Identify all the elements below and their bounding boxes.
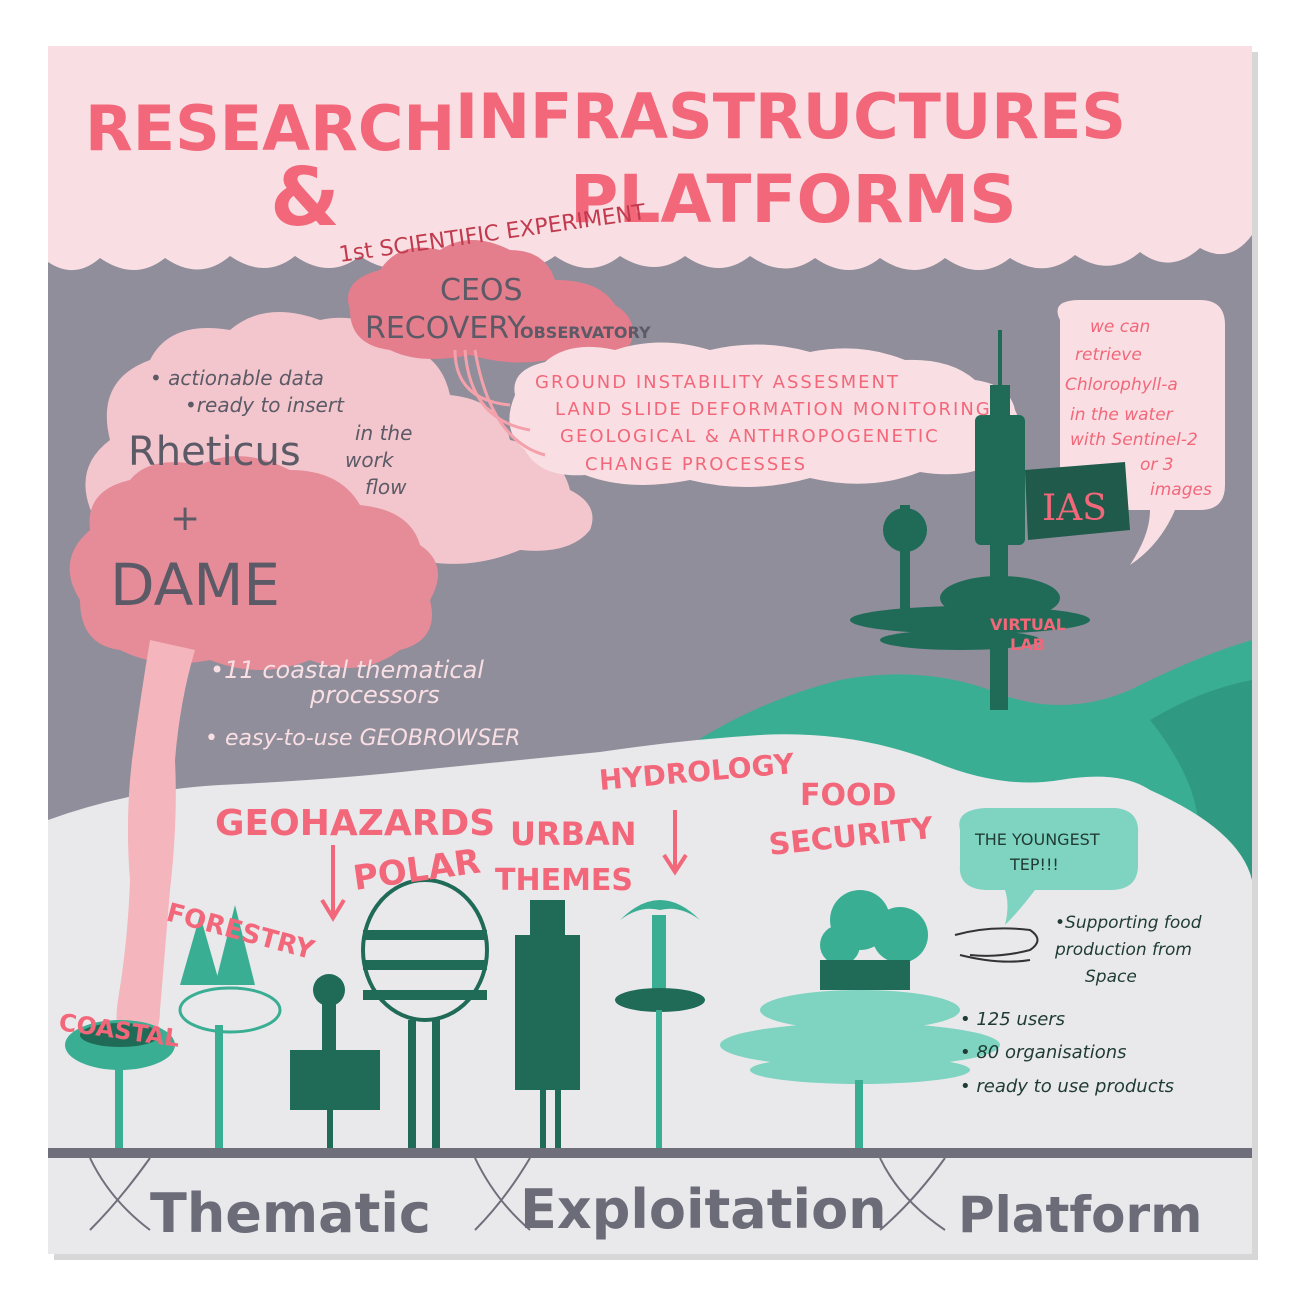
ceos-cloud (348, 240, 633, 363)
geohazards-tower-icon (290, 974, 380, 1150)
hand-icon (954, 927, 1039, 963)
dame-bullet-1b: processors (309, 681, 440, 709)
rheticus-cont-3: flow (365, 475, 407, 499)
ias-tower-icon (850, 330, 1130, 710)
urban-tower-icon (515, 900, 580, 1150)
ceos-recovery: RECOVERY (365, 311, 526, 346)
ias-flag-label: IAS (1042, 488, 1107, 529)
polar-tower-icon (361, 878, 489, 1150)
theme-food-1: FOOD (800, 778, 896, 813)
theme-geohazards: GEOHAZARDS (215, 803, 495, 844)
rheticus-cont-2: work (345, 448, 395, 472)
forestry-tower-icon (178, 905, 282, 1150)
ceos-info-cloud (509, 342, 1020, 488)
hydrology-tower-icon (615, 900, 705, 1150)
ias-bubble-line: retrieve (1075, 345, 1142, 365)
virtual-lab-label-2: LAB (1010, 635, 1045, 654)
food-bullet-3: • ready to use products (960, 1076, 1174, 1097)
rheticus-bullet-1: • actionable data (150, 366, 324, 390)
food-support-1: •Supporting food (1055, 913, 1202, 933)
ceos-item-1: GROUND INSTABILITY ASSESMENT (535, 372, 900, 393)
dame-name: DAME (110, 551, 280, 619)
ceos-observatory: OBSERVATORY (520, 323, 651, 342)
footer-word-platform: Platform (958, 1186, 1202, 1244)
food-bullet-2: • 80 organisations (960, 1042, 1127, 1063)
footer-word-thematic: Thematic (150, 1182, 431, 1245)
rheticus-cont-1: in the (355, 421, 412, 445)
dame-cloud (69, 456, 438, 670)
dame-bullet-1a: •11 coastal thematical (210, 656, 484, 684)
ias-bubble-line: with Sentinel-2 (1070, 430, 1198, 450)
food-bullet-1: • 125 users (960, 1009, 1065, 1030)
title-ampersand: & (270, 151, 340, 244)
rheticus-plus: + (170, 498, 200, 539)
ias-bubble-line: images (1150, 480, 1212, 500)
virtual-lab-label-1: VIRTUAL (990, 615, 1066, 634)
food-speech-bubble (959, 808, 1139, 925)
title-research: RESEARCH (85, 92, 455, 165)
ceos-item-2: LAND SLIDE DEFORMATION MONITORING (555, 399, 992, 420)
ias-bubble-line: or 3 (1140, 455, 1174, 475)
coastal-tower-icon (65, 1020, 175, 1150)
food-bubble-line-1: THE YOUNGEST (974, 830, 1100, 849)
ground-bar (48, 1148, 1252, 1158)
ceos-name: CEOS (440, 273, 523, 308)
ceos-arrows (453, 349, 546, 457)
theme-arrows (320, 810, 688, 922)
header-cloud-band (48, 46, 1252, 271)
title-infrastructures: INFRASTRUCTURES (455, 80, 1126, 153)
dame-trunk (116, 640, 195, 1050)
theme-urban-1: URBAN (510, 815, 637, 853)
title-platforms: PLATFORMS (570, 161, 1017, 238)
ias-bubble-line: we can (1090, 317, 1150, 337)
ias-bubble-text: we can retrieve Chlorophyll-a in the wat… (1065, 317, 1212, 500)
truss-icon (89, 1157, 946, 1231)
rheticus-name: Rheticus (128, 429, 301, 475)
dame-bullet-2: • easy-to-use GEOBROWSER (205, 726, 520, 751)
ceos-item-4: CHANGE PROCESSES (585, 454, 807, 475)
theme-urban-2: THEMES (495, 863, 633, 898)
ias-bubble-line: in the water (1070, 405, 1174, 425)
footer-word-exploitation: Exploitation (520, 1178, 887, 1241)
food-support-2: production from (1054, 940, 1192, 960)
rheticus-bullet-2: •ready to insert (185, 393, 345, 417)
ias-bubble-line: Chlorophyll-a (1065, 375, 1178, 395)
food-security-tower-icon (720, 890, 1000, 1150)
ceos-item-3: GEOLOGICAL & ANTHROPOGENETIC (560, 426, 940, 447)
food-bubble-line-2: TEP!!! (1009, 855, 1059, 874)
food-support-3: Space (1085, 967, 1137, 987)
